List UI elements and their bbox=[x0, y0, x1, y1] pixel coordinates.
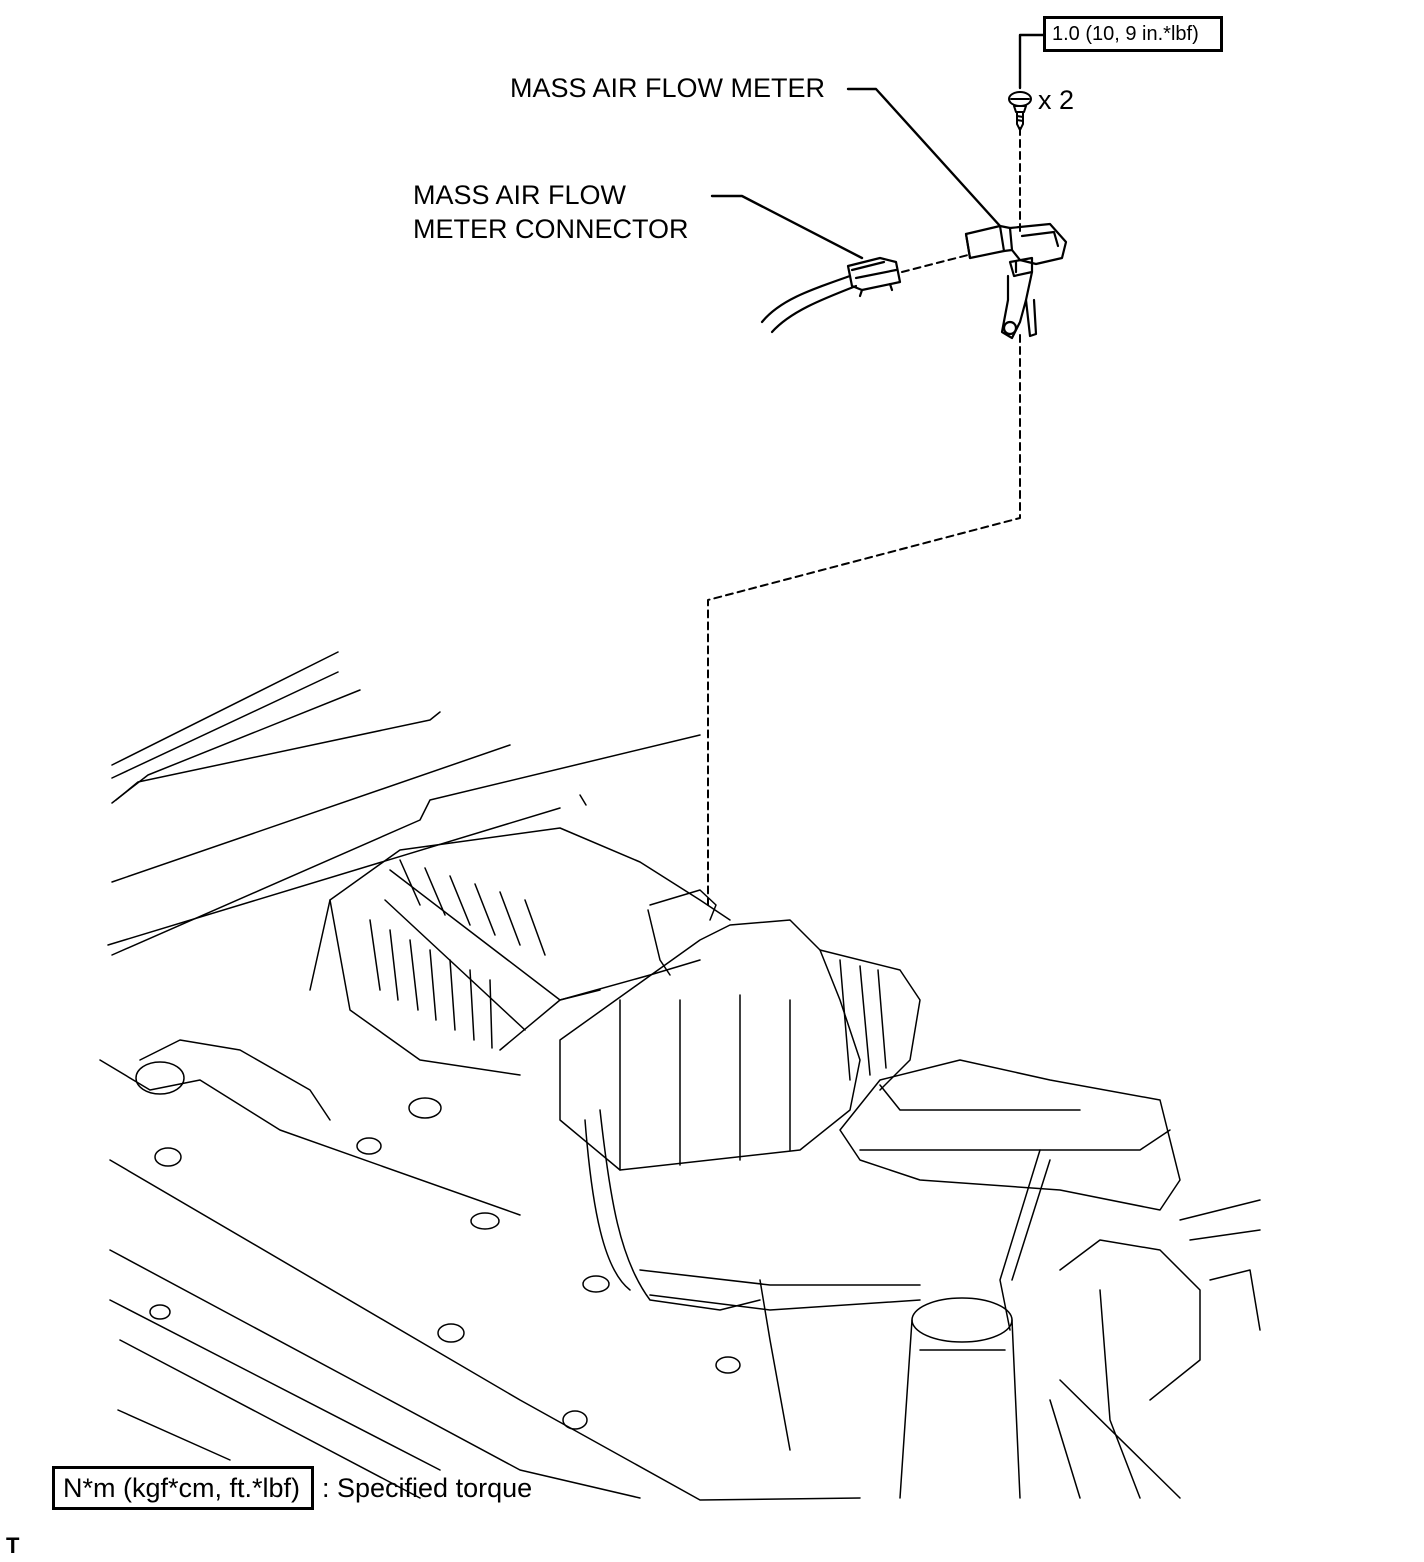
torque-legend-description: : Specified torque bbox=[322, 1473, 533, 1503]
mass-air-flow-meter-label: MASS AIR FLOW METER bbox=[510, 73, 826, 103]
mass-air-flow-meter-icon bbox=[964, 222, 1068, 340]
connector-label-line1: MASS AIR FLOW bbox=[413, 180, 627, 210]
maf-connector-icon bbox=[760, 256, 902, 334]
leader-lines bbox=[710, 33, 1046, 260]
connector-label-line2: METER CONNECTOR bbox=[413, 214, 689, 244]
connector-leader bbox=[710, 194, 864, 260]
torque-spec-value: 1.0 (10, 9 in.*lbf) bbox=[1052, 23, 1199, 45]
maf-meter-leader bbox=[846, 87, 1002, 228]
engine-bay-lines bbox=[99, 651, 1261, 1501]
bolt-count-label: x 2 bbox=[1038, 85, 1075, 115]
corner-mark: T bbox=[6, 1533, 20, 1558]
torque-unit-legend: N*m (kgf*cm, ft.*lbf) bbox=[63, 1473, 301, 1503]
torque-leader bbox=[1018, 33, 1046, 90]
install-guide-lines bbox=[707, 127, 1021, 906]
bolt-icon bbox=[1008, 91, 1032, 131]
torque-spec-box: 1.0 (10, 9 in.*lbf) bbox=[1043, 16, 1223, 52]
torque-unit-legend-box: N*m (kgf*cm, ft.*lbf) bbox=[52, 1466, 314, 1510]
